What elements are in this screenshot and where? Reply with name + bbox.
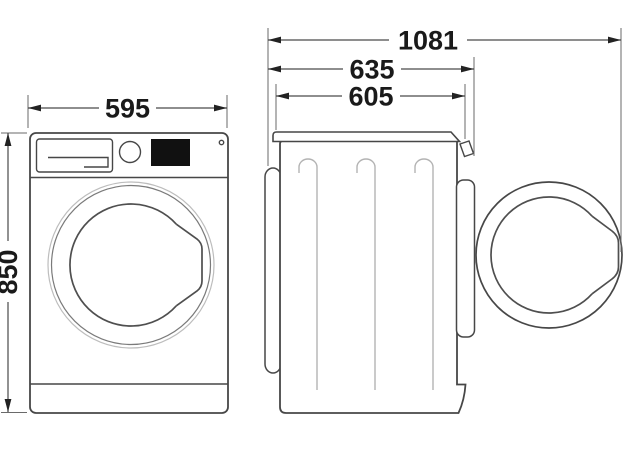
side-groove-2 <box>356 158 376 390</box>
front-height-label: 850 <box>0 249 23 294</box>
front-width-label: 595 <box>105 94 150 124</box>
open-door-inner-ring <box>490 196 593 314</box>
door-frame-edge <box>455 179 476 338</box>
open-door <box>475 181 623 329</box>
door-outer-ring <box>47 181 215 349</box>
arrowhead-right <box>214 104 227 112</box>
rear-panel-bulge <box>264 167 282 374</box>
side-groove-3 <box>414 158 434 390</box>
arrowhead-left <box>268 36 281 44</box>
front-view <box>29 132 229 414</box>
arrowhead-down <box>4 399 12 412</box>
side-cabinet <box>279 140 467 414</box>
side-groove-1 <box>298 158 318 390</box>
door-mid-ring <box>50 184 212 346</box>
depth-with-door-label: 635 <box>349 55 394 85</box>
arrowhead-left <box>276 92 289 100</box>
arrowhead-left <box>28 104 41 112</box>
dim-front-width: 595 <box>27 94 228 128</box>
program-knob <box>118 140 142 164</box>
arrowhead-left <box>268 65 281 73</box>
power-led <box>218 139 225 146</box>
open-door-outer-ring <box>475 181 623 329</box>
side-view <box>264 131 623 414</box>
arrowhead-right <box>608 36 621 44</box>
lid-latch <box>459 140 475 158</box>
open-door-handle <box>591 215 620 295</box>
total-depth-label: 1081 <box>398 26 458 56</box>
cabinet-depth-label: 605 <box>348 82 393 112</box>
detergent-drawer <box>35 138 114 173</box>
arrowhead-right <box>452 92 465 100</box>
top-lid <box>272 131 462 143</box>
door-handle <box>175 223 203 307</box>
door-inner-ring <box>69 203 177 327</box>
front-cabinet <box>29 132 229 414</box>
dim-front-height: 850 <box>0 132 27 413</box>
arrowhead-up <box>4 133 12 146</box>
arrowhead-right <box>461 65 474 73</box>
front-door <box>47 181 215 349</box>
display-screen <box>151 139 190 166</box>
drawer-handle <box>48 156 109 168</box>
dim-depth-with-door: 635 <box>268 55 475 156</box>
dim-total-depth: 1081 <box>267 26 622 252</box>
dim-cabinet-depth: 605 <box>275 82 466 139</box>
